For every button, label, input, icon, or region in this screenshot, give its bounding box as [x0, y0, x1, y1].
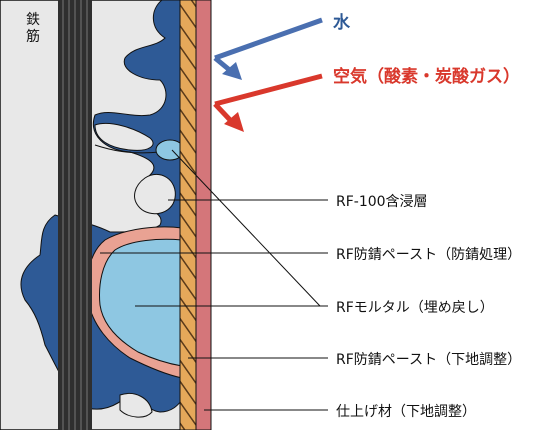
base-paste-layer	[179, 0, 197, 430]
water-arrow	[213, 17, 323, 80]
air-arrow	[213, 73, 323, 132]
concrete-void-1	[94, 123, 154, 151]
leader-mortar-diag	[171, 149, 321, 307]
crack-line	[94, 144, 161, 154]
concrete-void-2	[134, 173, 176, 215]
callout-rust-paste: RF防錆ペースト（防錆処理）	[336, 247, 522, 263]
callout-mortar: RFモルタル（埋め戻し）	[336, 300, 494, 316]
rebar	[58, 0, 92, 430]
callout-impregnated: RF-100含浸層	[336, 194, 428, 210]
water-label: 水	[333, 13, 350, 33]
rebar-label-char-2: 筋	[26, 29, 40, 45]
callout-base-paste: RF防錆ペースト（下地調整）	[336, 352, 522, 368]
concrete-void-3	[119, 393, 153, 418]
rebar-label-char-1: 鉄	[26, 12, 40, 28]
rebar-label: 鉄 筋	[22, 12, 44, 46]
air-label: 空気（酸素・炭酸ガス）	[333, 67, 520, 87]
callout-finish: 仕上げ材（下地調整）	[336, 404, 476, 420]
finish-layer	[195, 0, 212, 430]
rf-mortar	[99, 238, 183, 367]
